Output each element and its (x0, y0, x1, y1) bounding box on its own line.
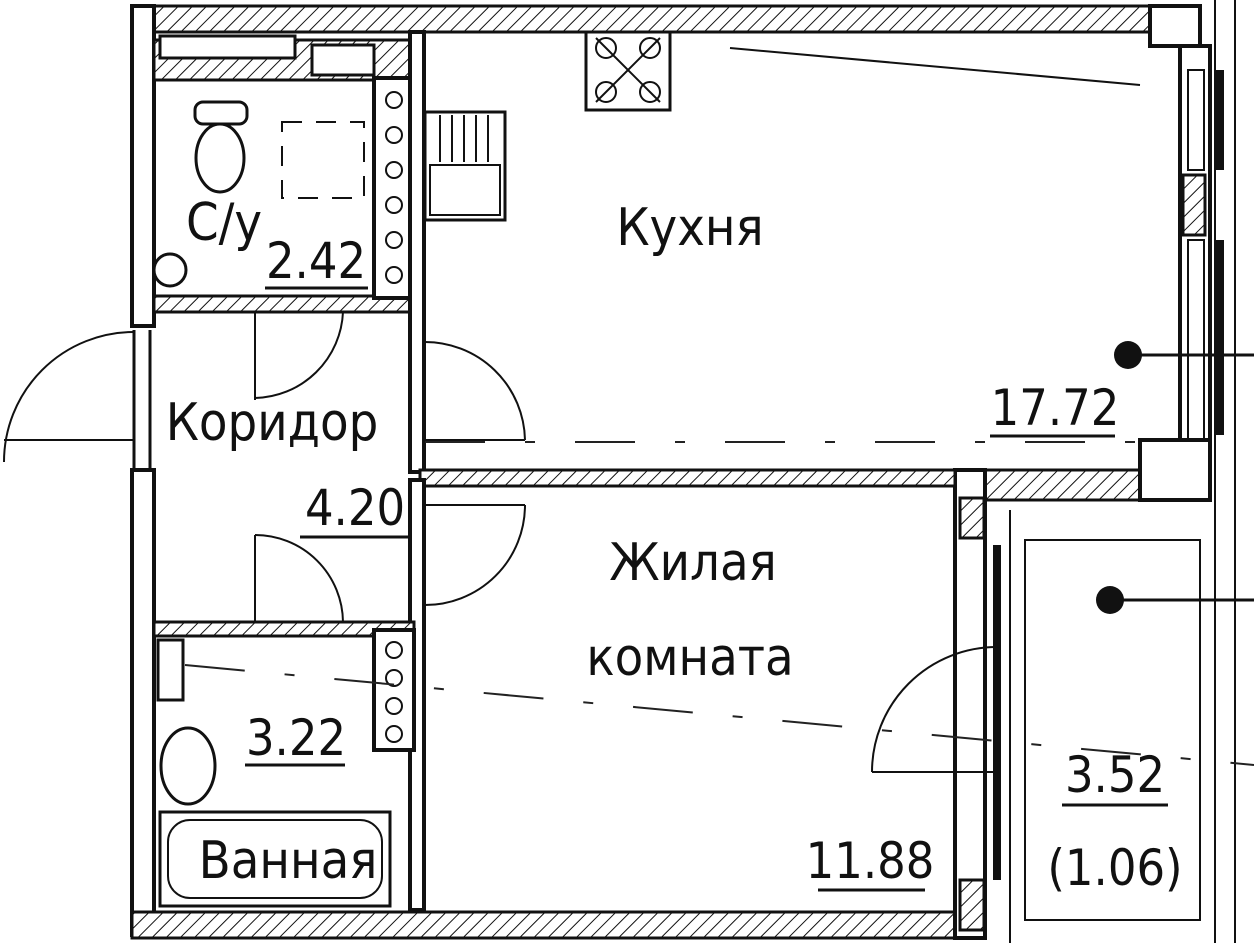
vent-shaft-bottom (372, 628, 416, 752)
washing-machine (156, 638, 185, 702)
living-right-wall (953, 468, 987, 940)
dimension-lines (184, 47, 1254, 766)
right-column (1138, 438, 1212, 502)
bottom-wall (130, 910, 964, 940)
wc-door (254, 311, 344, 400)
wc-fixtures (152, 100, 365, 288)
washbasin (159, 726, 217, 806)
top-right-corner (1148, 4, 1202, 48)
living-name-line1: Жилая (609, 533, 777, 593)
window-pier (1181, 173, 1207, 237)
wc-name: С/у (186, 193, 262, 253)
kitchen-living-partition (418, 468, 957, 488)
interior-walls (152, 30, 957, 912)
kitchen-door (423, 340, 526, 441)
toilet-bowl (194, 122, 246, 194)
entrance-door (3, 330, 152, 468)
living-right-hatch (958, 496, 986, 540)
living-area: 11.88 (806, 832, 935, 890)
kitchen-marker (1114, 341, 1142, 369)
wc-area: 2.42 (266, 232, 366, 290)
bath-fixtures (156, 638, 392, 908)
vent-circles-bottom (385, 641, 403, 743)
left-wall-lower (130, 468, 156, 937)
sink-drainboard (439, 115, 489, 162)
toilet-tank (193, 100, 249, 126)
wc-sink-small (310, 43, 376, 77)
left-wall-upper (130, 4, 156, 328)
bath-name: Ванная (199, 831, 378, 891)
kitchen-area: 17.72 (991, 379, 1120, 437)
kitchen-windows (1187, 0, 1236, 943)
balcony-area-reduced: (1.06) (1047, 839, 1182, 897)
wc-shelf (158, 34, 297, 60)
area-underlines (245, 286, 1168, 892)
living-right-hatch-bottom (958, 878, 986, 932)
balcony (1009, 510, 1201, 943)
kitchen-fixtures (423, 30, 672, 222)
balcony-door (871, 545, 1001, 880)
corridor-area: 4.20 (305, 479, 405, 537)
kitchen-name: Кухня (616, 198, 763, 258)
vent-circles-top (385, 91, 403, 284)
corridor-name: Коридор (166, 393, 379, 453)
balcony-marker (1096, 586, 1124, 614)
shower-tray (281, 121, 365, 199)
living-door (423, 504, 526, 607)
kitchen-left-partition (408, 30, 426, 474)
bath-area: 3.22 (246, 709, 346, 767)
wc-washbasin (152, 252, 188, 288)
bathtub (158, 810, 392, 908)
living-name-line2: комната (586, 628, 793, 688)
balcony-area: 3.52 (1065, 746, 1165, 804)
top-wall (130, 4, 1154, 34)
bath-door (254, 534, 344, 623)
right-wall (1178, 44, 1212, 443)
